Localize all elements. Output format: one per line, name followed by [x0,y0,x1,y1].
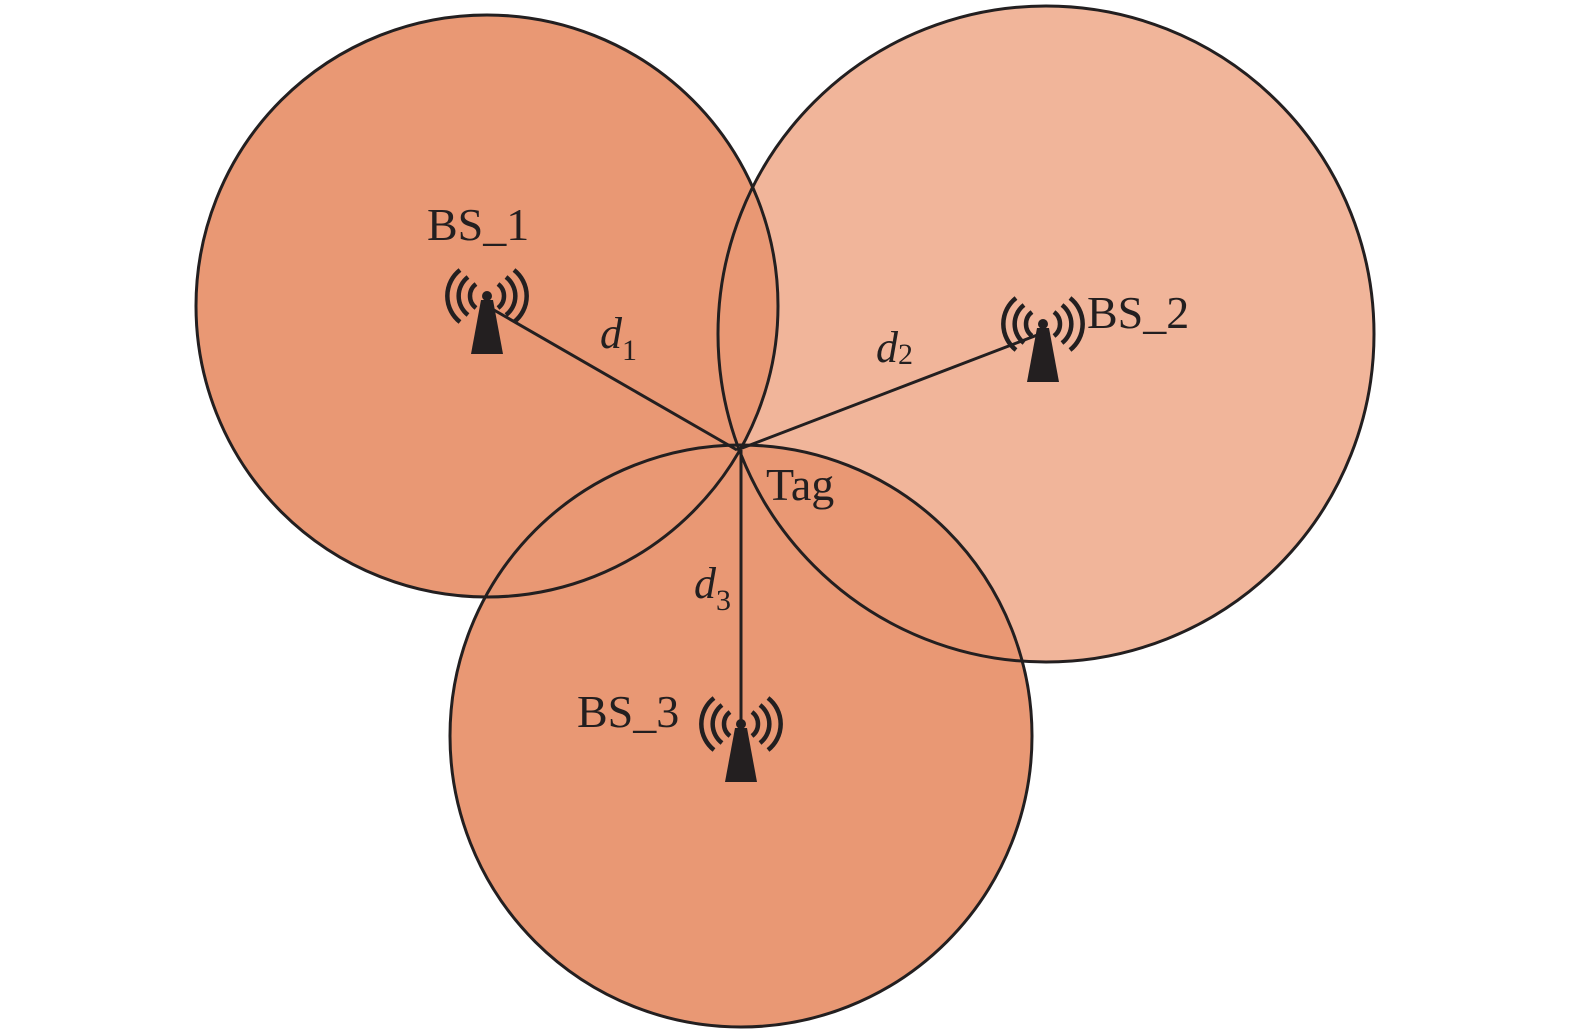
distance-label-d3: d3 [694,559,731,617]
distance-subscript: 3 [716,584,731,617]
distance-line-d1 [486,304,738,452]
distance-line-d2 [736,332,1041,452]
distance-label-d2: d2 [876,323,913,372]
distance-label-d1: d1 [600,309,637,367]
overlap-region-3-2 [718,445,1032,662]
station-label-bs1: BS_1 [427,199,529,250]
distance-letter: d [694,559,717,608]
tag-label: Tag [766,459,834,510]
distance-letter: d [600,309,623,358]
distance-letter: d [876,323,899,372]
distance-subscript: 2 [898,338,913,371]
circle-outline-bs2 [716,4,1376,664]
station-label-bs3: BS_3 [577,686,679,737]
circle-outline-bs3 [448,443,1034,1029]
distance-subscript: 1 [622,334,637,367]
station-label-bs2: BS_2 [1087,287,1189,338]
